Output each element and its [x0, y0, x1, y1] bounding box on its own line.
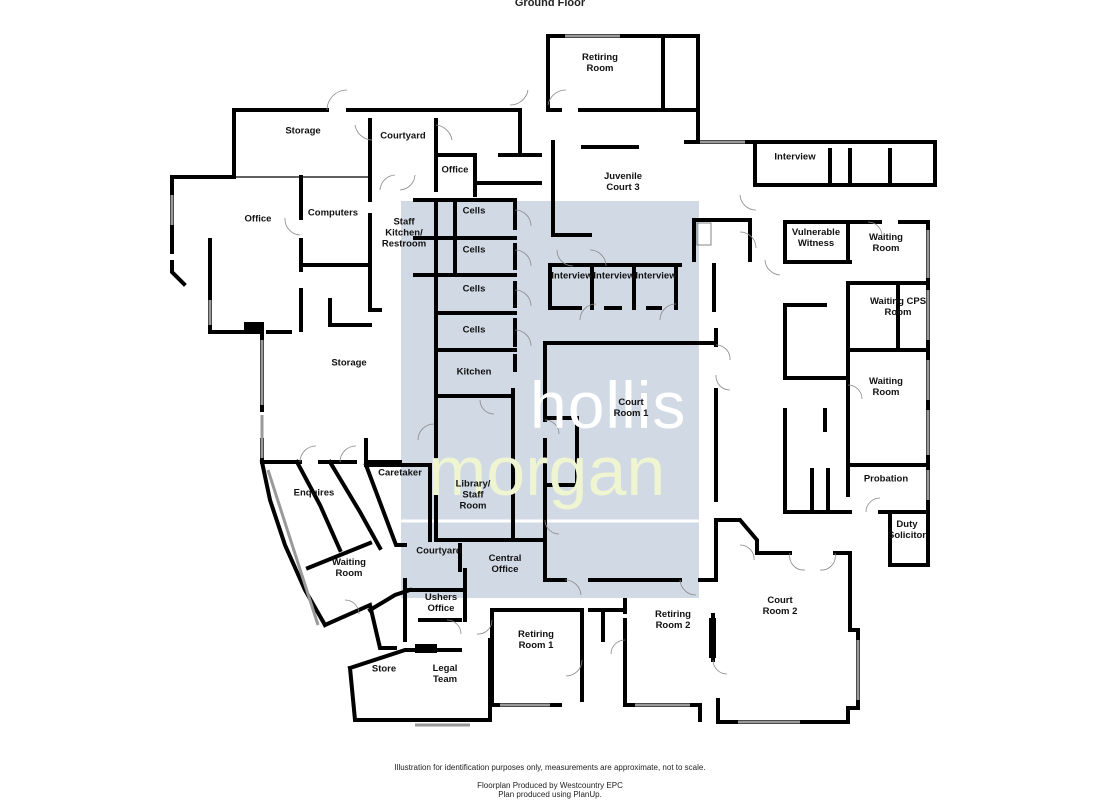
room-label-waiting-room-1: Waiting Room [869, 232, 903, 254]
room-label-waiting-room-2: Waiting Room [869, 376, 903, 398]
room-label-courtyard-top: Courtyard [380, 130, 426, 142]
room-label-staff-kitchen: Staff Kitchen/ Restroom [381, 216, 427, 250]
room-label-library-staff-room: Library/ Staff Room [455, 478, 491, 512]
room-label-probation: Probation [863, 473, 909, 485]
room-label-court-room-2: Court Room 2 [762, 595, 798, 617]
room-label-court-room-1: Court Room 1 [613, 397, 649, 419]
room-label-cells-3: Cells [462, 283, 486, 295]
produced-by-text: Floorplan Produced by Westcountry EPC [477, 781, 623, 790]
room-label-kitchen: Kitchen [456, 366, 492, 378]
room-label-legal-team: Legal Team [432, 663, 458, 685]
floor-title: Ground Floor [514, 0, 586, 9]
room-label-interview-2: Interview [593, 270, 635, 282]
room-label-waiting-room-3: Waiting Room [332, 557, 366, 579]
room-label-office-west: Office [244, 213, 272, 225]
room-label-storage-mid: Storage [331, 357, 367, 369]
room-label-central-office: Central Office [488, 553, 522, 575]
room-label-computers: Computers [307, 207, 359, 219]
software-text: Plan produced using PlanUp. [498, 790, 602, 799]
room-label-ushers-office: Ushers Office [424, 592, 458, 614]
room-label-juvenile-court-3: Juvenile Court 3 [603, 171, 643, 193]
room-label-office-small: Office [441, 164, 469, 176]
room-label-courtyard-mid: Courtyard [416, 545, 462, 557]
room-label-enquires: Enquires [293, 487, 335, 499]
room-label-interview-3: Interview [635, 270, 677, 282]
room-label-caretaker: Caretaker [378, 467, 422, 479]
room-label-storage-top: Storage [285, 125, 321, 137]
room-label-interview-1: Interview [551, 270, 593, 282]
room-label-retiring-room-1: Retiring Room 1 [518, 629, 554, 651]
room-label-cells-1: Cells [462, 205, 486, 217]
disclaimer-text: Illustration for identification purposes… [394, 763, 706, 772]
room-label-waiting-room-cps: Waiting CPS Room [869, 296, 927, 318]
room-label-duty-solicitor: Duty Solicitor [887, 519, 927, 541]
room-label-interview-east: Interview [774, 151, 816, 163]
room-label-cells-2: Cells [462, 244, 486, 256]
watermark-text-hollis: hollis [530, 368, 687, 442]
room-label-cells-4: Cells [462, 324, 486, 336]
room-label-retiring-room-2: Retiring Room 2 [655, 609, 691, 631]
room-label-store: Store [371, 663, 397, 675]
watermark-text-morgan: morgan [428, 432, 666, 510]
room-label-vulnerable-witness: Vulnerable Witness [791, 227, 841, 249]
room-label-retiring-room: Retiring Room [582, 52, 618, 74]
